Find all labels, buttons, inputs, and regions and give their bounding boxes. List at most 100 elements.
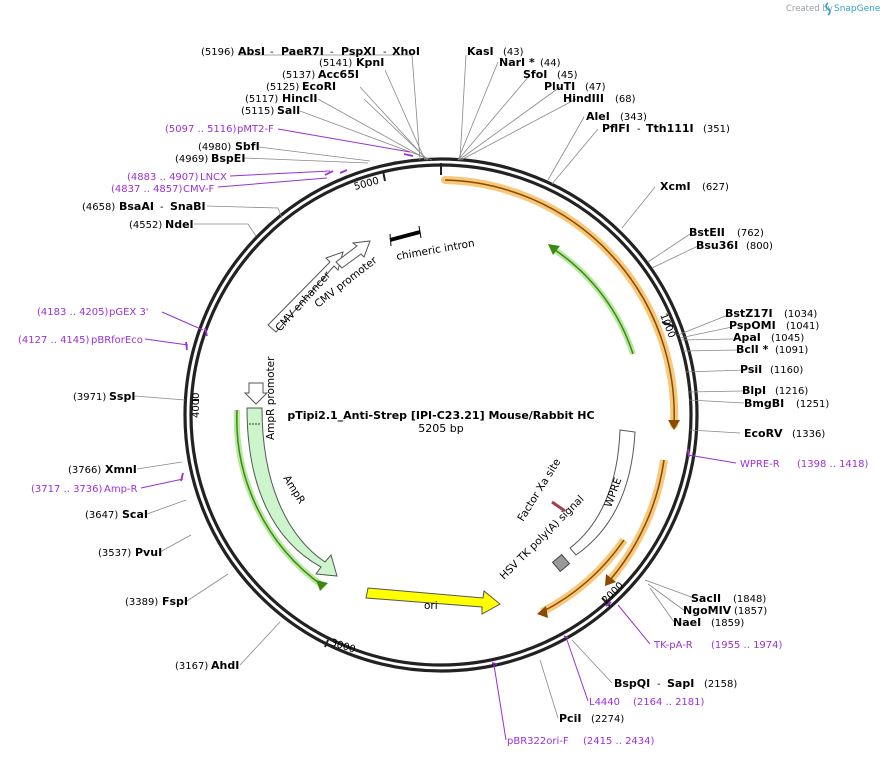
site-pos-bmgbi: (1251) (796, 399, 829, 410)
site-name-ngomiv: NgoMIV (683, 604, 732, 617)
site-pos-ahdi: (3167) (175, 661, 208, 672)
feature-label-hsv-tk-polya: HSV TK poly(A) signal (498, 493, 587, 582)
primer-range-l4440: (2164 .. 2181) (633, 697, 705, 708)
primer-name-lncx: LNCX (200, 172, 227, 183)
primer-name-pmt2f: pMT2-F (237, 124, 274, 135)
site-pos-scai: (3647) (85, 510, 118, 521)
site-name-bstz17i: BstZ17I (725, 307, 773, 320)
site-pos-naei: (1859) (711, 618, 744, 629)
site-name-pcii: PciI (559, 712, 581, 725)
site-name-pspxi: PspXI (341, 45, 376, 58)
site-name-bmgbi: BmgBI (744, 397, 784, 410)
site-name-ahdi: AhdI (211, 659, 239, 672)
site-name-naei: NaeI (673, 616, 701, 629)
site-name-sbfi: SbfI (235, 140, 260, 153)
site-pos-blpi: (1216) (775, 386, 808, 397)
site-leader-lines (134, 54, 746, 719)
site-pos-hindiii: (68) (615, 94, 636, 105)
primer-range-tkpar: (1955 .. 1974) (711, 640, 783, 651)
site-name-nari: NarI * (499, 56, 535, 69)
ori-feature (365, 587, 501, 615)
site-pos-ndei: (4552) (129, 220, 162, 231)
watermark-text: Created by (786, 4, 833, 14)
site-sep-4: - (160, 202, 164, 213)
chimeric-intron-feature (389, 225, 422, 247)
site-pos-nari: (44) (540, 58, 561, 69)
site-pos-kpni: (5141) (319, 58, 352, 69)
primer-name-wprer: WPRE-R (740, 459, 780, 470)
site-name-pvui: PvuI (135, 546, 162, 559)
site-name-scai: ScaI (122, 508, 148, 521)
primer-name-pbr322orif: pBR322ori-F (507, 736, 569, 747)
site-name-tth111i: Tth111I (646, 122, 694, 135)
site-sep-3: - (383, 47, 387, 58)
tick-marks (191, 163, 677, 648)
feature-label-ampr-promoter: AmpR promoter (265, 356, 277, 440)
site-name-hincii: HincII (282, 92, 318, 105)
primer-name-l4440: L4440 (589, 697, 620, 708)
site-name-bspei: BspEI (211, 152, 245, 165)
site-name-bspqi: BspQI (614, 677, 650, 690)
site-pos-ecorv: (1336) (792, 429, 825, 440)
site-name-sapi: SapI (667, 677, 694, 690)
primer-binding-marks (180, 153, 690, 665)
primer-range-pmt2f: (5097 .. 5116) (165, 124, 237, 135)
site-name-kasi: KasI (467, 45, 494, 58)
plasmid-length: 5205 bp (418, 422, 463, 435)
primer-range-lncx: (4883 .. 4907) (127, 172, 199, 183)
primer-range-pbrforeco: (4127 .. 4145) (18, 335, 90, 346)
site-pos-pspomi: (1041) (786, 321, 819, 332)
site-name-alei: AleI (586, 110, 610, 123)
wpre-feature (569, 429, 636, 556)
site-pos-tth111i: (351) (703, 124, 730, 135)
site-sep-5: - (637, 124, 641, 135)
site-name-ecori: EcoRI (302, 80, 336, 93)
site-name-bsteii: BstEII (689, 226, 725, 239)
site-sep-2: - (330, 47, 334, 58)
orange-feature-arc-1 (441, 176, 680, 430)
site-name-blpi: BlpI (742, 384, 766, 397)
site-pos-sacii: (1848) (733, 594, 766, 605)
site-pos-bstz17i: (1034) (784, 309, 817, 320)
site-pos-bsteii: (762) (737, 228, 764, 239)
site-name-xmni: XmnI (105, 463, 137, 476)
site-pos-hincii: (5117) (245, 94, 278, 105)
site-pos-xmni: (3766) (68, 465, 101, 476)
feature-label-factor-xa: Factor Xa site (515, 457, 563, 524)
site-name-apai: ApaI (733, 331, 761, 344)
primer-leader-lines (140, 128, 737, 741)
tick-label-4000: 4000 (191, 393, 202, 418)
site-pos-acc65i: (5137) (282, 70, 315, 81)
site-pos-psii: (1160) (770, 365, 803, 376)
site-name-xhoi: XhoI (392, 45, 420, 58)
ampr-feature (246, 407, 338, 577)
green-feature-arc (548, 244, 636, 355)
site-name-sali: SalI (277, 104, 300, 117)
brand-text: SnapGene (834, 4, 881, 14)
snapgene-logo-icon (825, 2, 831, 16)
site-sep-1: - (270, 47, 274, 58)
site-pos-pvui: (3537) (98, 548, 131, 559)
site-name-bsu36i: Bsu36I (696, 239, 738, 252)
amp-green-arc (233, 409, 328, 591)
site-name-pspomi: PspOMI (729, 319, 776, 332)
primer-range-pbr322orif: (2415 .. 2434) (583, 736, 655, 747)
ampr-promoter-feature (243, 382, 269, 405)
feature-label-chimeric-intron: chimeric intron (395, 237, 475, 263)
orange-feature-arc-2 (605, 459, 668, 586)
site-pos-pcii: (2274) (591, 714, 624, 725)
site-pos-apai: (1045) (771, 333, 804, 344)
site-name-acc65i: Acc65I (318, 68, 359, 81)
site-name-fspi: FspI (162, 595, 188, 608)
site-pos-sspi: (3971) (73, 392, 106, 403)
feature-label-ampr: AmpR (280, 473, 307, 506)
site-name-pluti: PluTI (544, 80, 575, 93)
primer-range-ampr: (3717 .. 3736) (31, 484, 103, 495)
site-name-sspi: SspI (109, 390, 135, 403)
feature-label-ori: ori (424, 600, 438, 612)
site-pos-bsaai: (4658) (82, 202, 115, 213)
site-pos-sali: (5115) (241, 106, 274, 117)
site-pos-fspi: (3389) (125, 597, 158, 608)
site-name-kpni: KpnI (356, 56, 384, 69)
